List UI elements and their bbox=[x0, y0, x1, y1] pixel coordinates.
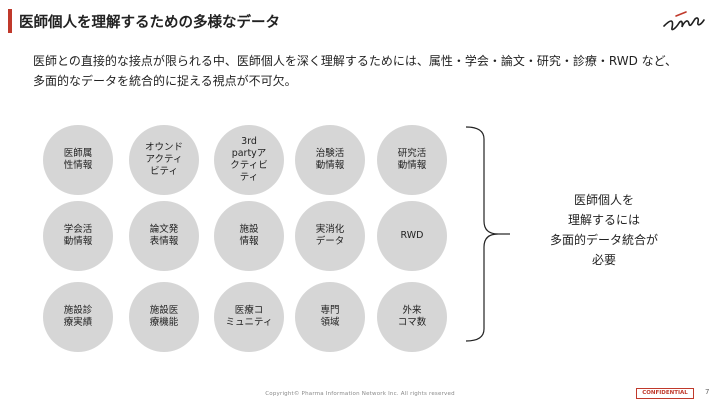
page-number: 7 bbox=[705, 388, 710, 396]
summary-line: 多面的データ統合が bbox=[549, 233, 658, 247]
category-label: 専門 領域 bbox=[320, 305, 340, 328]
category-label: 研究活 動情報 bbox=[397, 148, 427, 171]
category-label: 治験活 動情報 bbox=[315, 148, 345, 171]
category-circle: 専門 領域 bbox=[295, 282, 365, 352]
intro-text: 医師との直接的な接点が限られる中、医師個人を深く理解するためには、属性・学会・論… bbox=[33, 51, 693, 91]
category-circle: RWD bbox=[377, 201, 447, 271]
category-label: RWD bbox=[400, 230, 424, 241]
category-circle: 3rd partyア クティビ ティ bbox=[214, 125, 284, 195]
category-label: 施設診 療実績 bbox=[63, 305, 93, 328]
category-label: オウンド アクティ ビティ bbox=[144, 142, 183, 177]
category-circle: 施設医 療機能 bbox=[129, 282, 199, 352]
category-circle: 治験活 動情報 bbox=[295, 125, 365, 195]
title-accent-bar bbox=[8, 9, 12, 33]
slide-title: 医師個人を理解するための多様なデータ bbox=[19, 15, 280, 31]
category-circle: 医師属 性情報 bbox=[43, 125, 113, 195]
category-label: 3rd partyア クティビ ティ bbox=[230, 136, 268, 183]
copyright-text: Copyright© Pharma Information Network In… bbox=[265, 391, 455, 397]
category-circle: 施設 情報 bbox=[214, 201, 284, 271]
category-label: 医療コ ミュニティ bbox=[225, 305, 273, 328]
intro-line-2: 多面的なデータを統合的に捉える視点が不可欠。 bbox=[33, 74, 297, 88]
category-circle: オウンド アクティ ビティ bbox=[129, 125, 199, 195]
category-label: 施設医 療機能 bbox=[149, 305, 179, 328]
confidential-badge: CONFIDENTIAL bbox=[636, 388, 694, 399]
category-label: 施設 情報 bbox=[239, 224, 259, 247]
intro-line-1: 医師との直接的な接点が限られる中、医師個人を深く理解するためには、属性・学会・論… bbox=[33, 54, 678, 68]
category-label: 外来 コマ数 bbox=[397, 305, 427, 328]
category-label: 実消化 データ bbox=[315, 224, 345, 247]
category-circle: 施設診 療実績 bbox=[43, 282, 113, 352]
summary-line: 理解するには bbox=[567, 213, 640, 227]
category-circle: 医療コ ミュニティ bbox=[214, 282, 284, 352]
summary-line: 医師個人を bbox=[573, 193, 634, 207]
category-circle: 実消化 データ bbox=[295, 201, 365, 271]
signature-logo-icon bbox=[663, 11, 705, 31]
right-brace bbox=[465, 126, 510, 342]
category-circle: 外来 コマ数 bbox=[377, 282, 447, 352]
category-label: 学会活 動情報 bbox=[63, 224, 93, 247]
category-circle: 論文発 表情報 bbox=[129, 201, 199, 271]
category-label: 医師属 性情報 bbox=[63, 148, 93, 171]
summary-text: 医師個人を 理解するには 多面的データ統合が 必要 bbox=[520, 190, 688, 270]
category-circle: 学会活 動情報 bbox=[43, 201, 113, 271]
summary-line: 必要 bbox=[591, 253, 616, 267]
category-label: 論文発 表情報 bbox=[149, 224, 179, 247]
category-circle: 研究活 動情報 bbox=[377, 125, 447, 195]
